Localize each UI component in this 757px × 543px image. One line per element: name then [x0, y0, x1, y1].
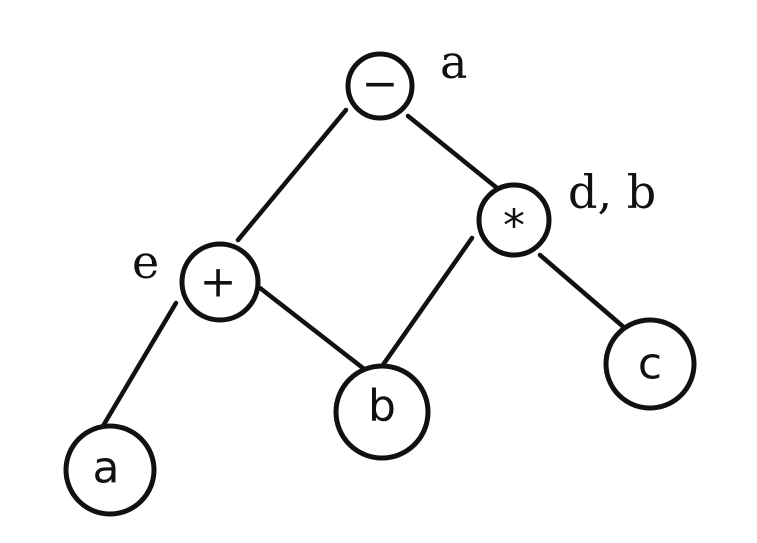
- annotation-minus: a: [440, 35, 467, 89]
- node-leaf-b-label: b: [368, 381, 396, 432]
- node-minus: −: [345, 51, 415, 121]
- node-plus-label: +: [200, 257, 237, 308]
- annotation-plus: e: [132, 235, 159, 289]
- edge-plus-a: [100, 300, 179, 429]
- node-times: *: [476, 182, 552, 258]
- node-leaf-c: c: [603, 317, 697, 411]
- edges: [100, 107, 637, 429]
- node-leaf-b: b: [333, 363, 431, 461]
- edge-minus-times: [405, 113, 500, 191]
- node-plus: +: [179, 241, 261, 323]
- node-leaf-c-label: c: [638, 339, 662, 390]
- node-leaf-a-label: a: [93, 443, 120, 494]
- edge-minus-plus: [235, 107, 349, 243]
- node-leaf-a: a: [63, 423, 157, 517]
- annotation-times: d, b: [568, 165, 656, 219]
- node-times-label: *: [503, 201, 525, 252]
- edge-times-b: [375, 235, 475, 375]
- edge-times-c: [537, 252, 637, 339]
- node-minus-label: −: [362, 59, 399, 110]
- edge-plus-b: [257, 285, 371, 375]
